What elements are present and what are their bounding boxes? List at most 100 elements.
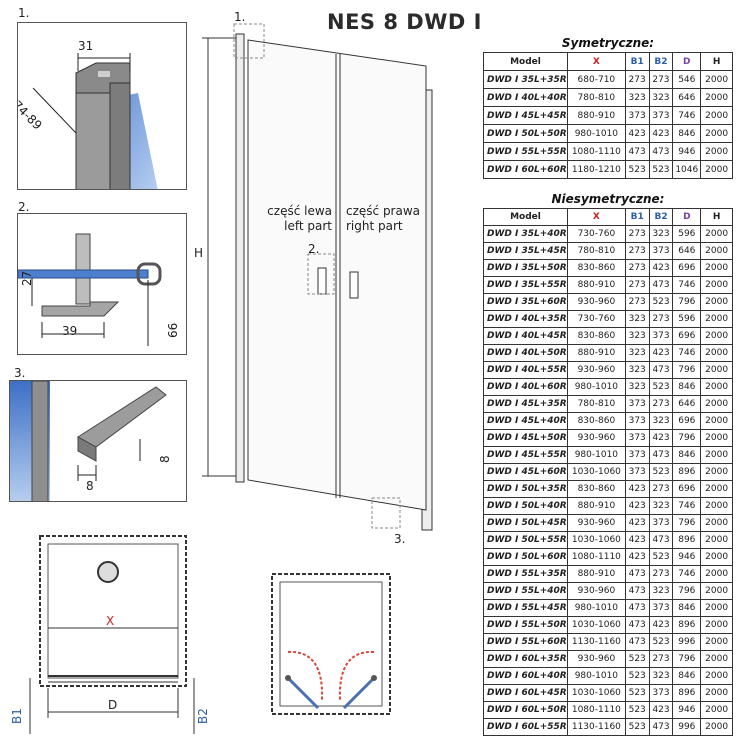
table-cell: 473 [624,565,650,583]
table-cell: 2000 [700,633,733,651]
table_sym-header-5: H [700,52,733,71]
table-cell: 2000 [700,395,733,413]
table-cell: 473 [648,276,674,294]
detail-2-width-dim: 39 [62,324,78,338]
table-cell: 273 [624,225,650,243]
table-cell: 980-1010 [566,446,626,464]
table-cell: 596 [672,310,702,328]
opening-diagram-drawing [271,573,391,715]
table-cell: 523 [624,650,650,668]
table-cell: 273 [648,480,674,498]
table-cell: 846 [672,667,702,685]
table_asym-header-5: H [700,208,733,226]
table-cell: 846 [672,124,702,143]
table-cell: 2000 [700,293,733,311]
table-cell: 2000 [700,310,733,328]
table-cell: DWD I 40L+40R [483,88,568,107]
table-cell: DWD I 45L+35R [483,395,568,413]
table-cell: 373 [648,599,674,617]
floor-plan-drawing [29,535,195,734]
table-cell: 2000 [700,616,733,634]
detail-3-drawing [10,381,167,501]
table-cell: 680-710 [566,70,626,89]
table-cell: 423 [648,701,674,719]
left-part-label: część lewa left part [264,204,332,234]
table-cell: 746 [672,497,702,515]
plan-d-label: D [108,698,118,712]
table-cell: 696 [672,412,702,430]
table-cell: 273 [648,395,674,413]
table-cell: 696 [672,480,702,498]
table-cell: 796 [672,650,702,668]
table-cell: 696 [672,259,702,277]
table-cell: DWD I 50L+50R [483,124,568,143]
table-cell: 373 [624,446,650,464]
table-cell: 373 [648,327,674,345]
table-cell: 273 [648,650,674,668]
table-cell: 980-1010 [566,599,626,617]
table-cell: 546 [672,70,702,89]
table-cell: 323 [648,88,674,107]
table-cell: DWD I 40L+45R [483,327,568,345]
table-cell: 2000 [700,599,733,617]
table-cell: 473 [624,582,650,600]
detail-1-width-dim: 31 [78,39,94,53]
table-cell: 373 [648,684,674,702]
table-cell: 896 [672,463,702,481]
table-cell: 2000 [700,582,733,600]
table-cell: 373 [624,463,650,481]
door-marker-2: 2. [308,242,320,256]
detail-1-drawing [32,53,158,189]
table-cell: 373 [648,106,674,125]
table-cell: 930-960 [566,650,626,668]
page-title: NES 8 DWD I [327,10,482,34]
table-cell: 373 [648,514,674,532]
table-cell: 2000 [700,548,733,566]
door-marker-3: 3. [394,532,406,546]
table-cell: 946 [672,701,702,719]
table-cell: 523 [648,548,674,566]
table-cell: 796 [672,293,702,311]
table-cell: 746 [672,106,702,125]
table-cell: 780-810 [566,242,626,260]
detail-3-box: 8 8 [9,380,187,502]
table_asym-header-2: B1 [624,208,650,226]
table-cell: 980-1010 [566,124,626,143]
table-cell: 1030-1060 [566,531,626,549]
table-cell: DWD I 50L+60R [483,548,568,566]
table-cell: 273 [624,293,650,311]
door-marker-1: 1. [234,10,246,24]
table-cell: 596 [672,225,702,243]
table-cell: 2000 [700,225,733,243]
table-cell: 2000 [700,106,733,125]
table-cell: 323 [624,327,650,345]
table-cell: 323 [648,497,674,515]
table-cell: 896 [672,616,702,634]
table-cell: 880-910 [566,497,626,515]
floor-plan: X D B1 B2 [8,528,214,750]
table-cell: DWD I 35L+55R [483,276,568,294]
table-cell: 1030-1060 [566,616,626,634]
table-cell: 523 [648,378,674,396]
table-cell: 2000 [700,446,733,464]
table-cell: 523 [624,667,650,685]
detail-2-box: 27 39 66 [17,213,187,355]
table_asym-header-3: B2 [648,208,674,226]
table-cell: 930-960 [566,361,626,379]
table-cell: 2000 [700,684,733,702]
table-cell: 423 [624,531,650,549]
table-cell: 473 [624,633,650,651]
